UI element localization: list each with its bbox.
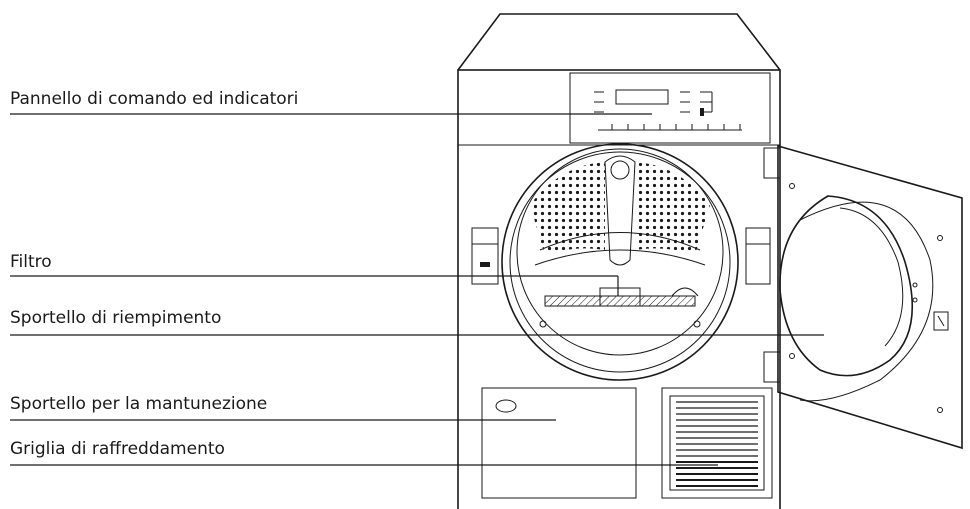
- door-latch-right: [745, 227, 771, 285]
- control-panel: [569, 72, 771, 144]
- cooling-grille: [661, 387, 773, 499]
- label-control-panel: Pannello di comando ed indicatori: [10, 89, 652, 115]
- label-maintenance-door: Sportello per la mantunezione: [10, 394, 556, 421]
- label-cooling-grille-text: Griglia di raffreddamento: [10, 439, 225, 459]
- label-filter-text: Filtro: [10, 252, 52, 272]
- label-cooling-grille: Griglia di raffreddamento: [10, 439, 718, 466]
- door-opening: [501, 143, 739, 381]
- label-filter: Filtro: [10, 252, 619, 296]
- label-maintenance-door-text: Sportello per la mantunezione: [10, 394, 267, 414]
- label-control-panel-text: Pannello di comando ed indicatori: [10, 89, 298, 109]
- maintenance-door: [481, 387, 637, 499]
- label-loading-door: Sportello di riempimento: [10, 308, 824, 336]
- loading-door-open: [763, 144, 963, 450]
- label-loading-door-text: Sportello di riempimento: [10, 308, 221, 328]
- dryer-body: [457, 13, 781, 509]
- door-latch-left: [471, 227, 499, 285]
